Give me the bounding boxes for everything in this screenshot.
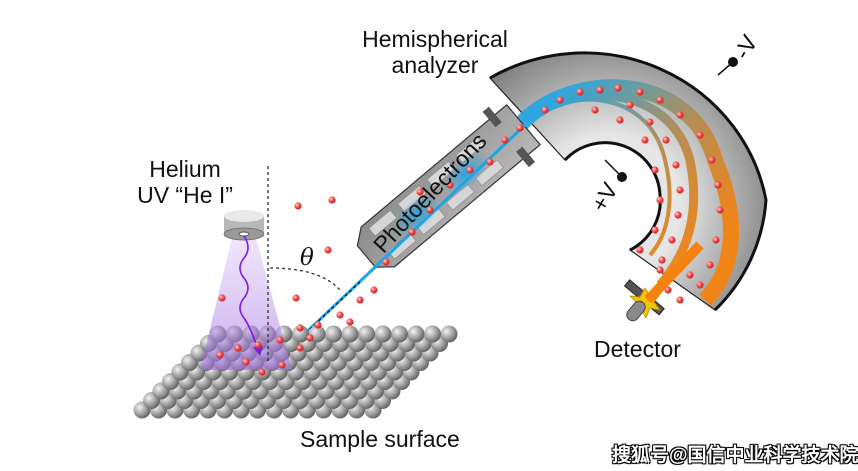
photoelectron [676,296,684,304]
photoelectron [616,116,624,124]
photoelectron [294,202,302,210]
photoelectron [591,106,599,114]
photoelectron [234,344,242,352]
photoelectron [370,286,378,294]
photoelectron [658,256,666,264]
photoelectron [218,294,226,302]
photoelectron [382,258,390,266]
sample-atom [341,325,359,343]
sample-atom [407,325,425,343]
photoelectron [356,296,364,304]
photoelectron [516,124,524,132]
photoelectron [541,106,549,114]
outer-voltage-terminal [728,57,738,67]
watermark: 搜狐号@国信中业科学技术院 [612,445,858,466]
sample-atom [374,325,392,343]
photoelectron [656,196,664,204]
analyzer-label: Hemispherical analyzer [350,26,520,78]
photoelectron [314,321,322,329]
photoelectron [324,246,332,254]
photoelectron [346,318,354,326]
sample-atom [391,325,408,343]
photoelectron [296,344,304,352]
photoelectron [674,211,682,219]
photoelectron [292,294,300,302]
photoelectron [336,311,344,319]
source-label: Helium UV “He I” [126,156,244,208]
analyzer-label-line2: analyzer [391,52,479,78]
photoelectron [306,334,314,342]
photoelectron [596,86,604,94]
photoelectron [276,336,284,344]
sample-atom [325,325,342,343]
photoelectron [636,88,644,96]
photoelectron [714,181,722,189]
electrons [216,84,724,376]
photoelectron [576,88,584,96]
electron-path-middle [522,91,699,288]
uv-source [200,210,292,370]
sample-atom [292,325,309,343]
photoelectron [651,226,659,234]
angle-arc [269,267,341,291]
photoelectron [446,181,454,189]
photoelectron [676,186,684,194]
electron-path-outer [514,79,739,306]
photoelectron [614,84,622,92]
angle-label: θ [300,245,314,271]
photoelectron [501,136,509,144]
photoelectron [668,236,676,244]
photoelectron [696,281,704,289]
electron-path-inner [528,97,672,257]
photoelectron [216,351,224,359]
photoelectron [662,136,670,144]
photoelectron [626,101,634,109]
sample-atom [358,325,375,343]
source-label-line2: UV “He I” [137,182,233,208]
photoelectron [556,96,564,104]
photoelectron [676,111,684,119]
photoelectron [646,118,654,126]
hemispherical-analyzer [489,51,768,316]
sample-surface [133,325,458,419]
photoelectron [636,246,644,254]
photoelectron [242,358,250,366]
photoelectron [696,131,704,139]
photoelectron [706,261,714,269]
inner-voltage-terminal [617,172,627,182]
photoelectron [708,156,716,164]
photoelectron [408,228,416,236]
photoelectron [672,161,680,169]
photoelectron [258,368,266,376]
photoelectron [254,341,262,349]
detector [626,241,704,322]
photoelectron [712,236,720,244]
photoelectron [466,166,474,174]
photoelectron [651,166,659,174]
photoelectron [641,136,649,144]
source-label-line1: Helium [149,156,221,182]
photoelectron [416,188,424,196]
sample-atom [440,325,458,343]
photoelectron [328,196,336,204]
sample-atom [424,325,441,343]
photoelectron [656,266,664,274]
photoelectron [278,361,286,369]
detector-label: Detector [594,336,681,362]
uv-photon-wave [239,235,259,351]
analyzer-label-line1: Hemispherical [362,26,508,52]
photoelectron [486,158,494,166]
photoelectron [664,286,672,294]
photoelectron [426,206,434,214]
photoelectron [686,271,694,279]
photoelectron [716,206,724,214]
photoelectron [296,324,304,332]
photoelectron [656,96,664,104]
sample-label: Sample surface [300,426,460,452]
